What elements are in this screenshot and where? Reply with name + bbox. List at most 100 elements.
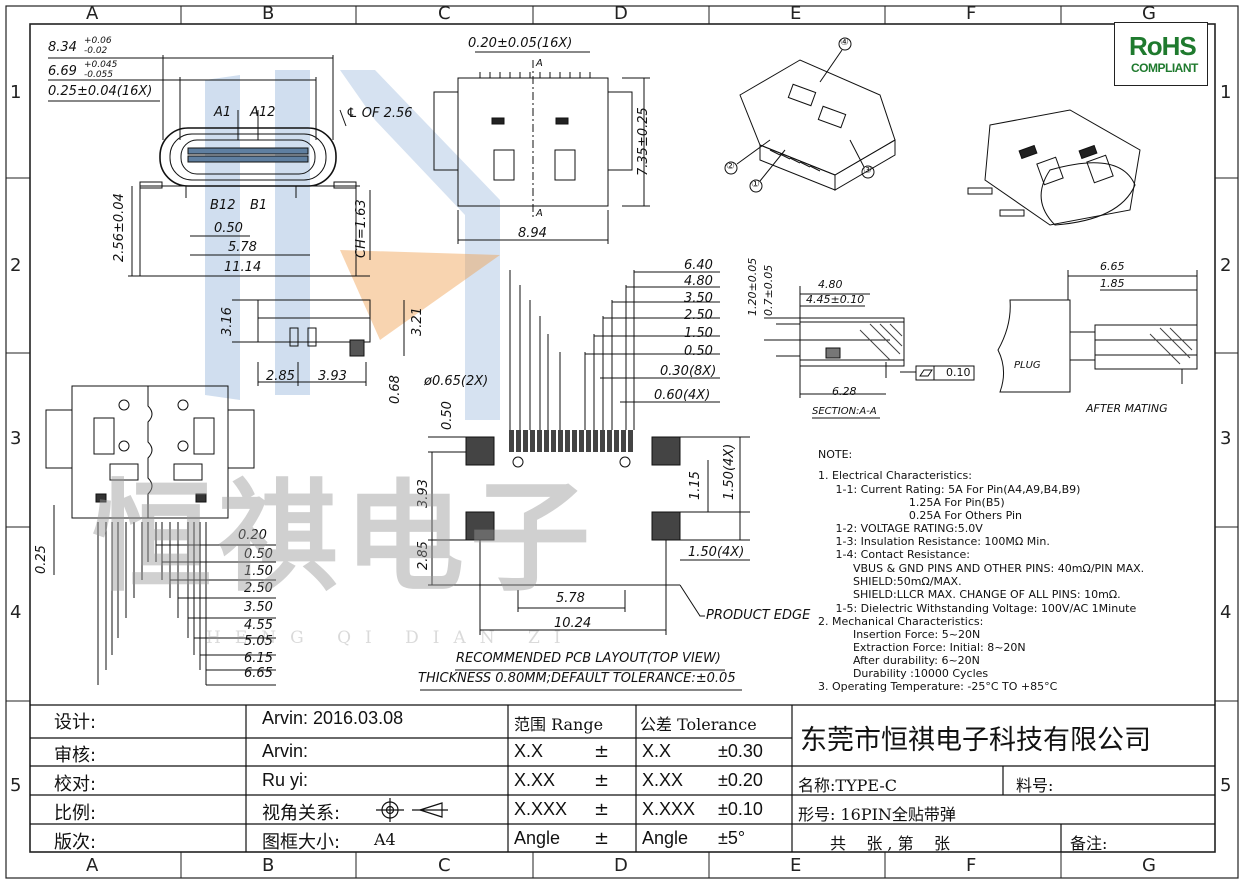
callout-3: ③ bbox=[863, 165, 872, 176]
tb-tol-row: Angle bbox=[642, 828, 689, 848]
section-marker-bottom: A bbox=[536, 208, 543, 219]
tb-tol-row: X.X bbox=[642, 741, 672, 761]
tb-range-header: 范围 Range bbox=[514, 715, 604, 734]
pcb-dim-030: 0.30(8X) bbox=[660, 364, 717, 379]
zone-col-g: G bbox=[1142, 3, 1156, 24]
pcb-layout-subtitle: THICKNESS 0.80MM;DEFAULT TOLERANCE:±0.05 bbox=[418, 671, 736, 686]
tb-tol-row: X.XX bbox=[642, 770, 684, 790]
note-line: Extraction Force: Initial: 8~20N bbox=[818, 641, 1026, 654]
zone-row-3-right: 3 bbox=[1220, 428, 1232, 449]
rohs-badge: RoHS COMPLIANT bbox=[1114, 22, 1208, 86]
note-line: 1-3: Insulation Resistance: 100MΩ Min. bbox=[818, 535, 1050, 548]
note-line: VBUS & GND PINS AND OTHER PINS: 40mΩ/PIN… bbox=[818, 562, 1145, 575]
zone-col-f-bottom: F bbox=[966, 855, 977, 876]
tb-remark: 备注: bbox=[1070, 834, 1108, 853]
tb-part-no: 料号: bbox=[1016, 776, 1054, 795]
callout-4: ④ bbox=[840, 37, 849, 48]
zone-row-1: 1 bbox=[10, 82, 22, 103]
note-line: After durability: 6~20N bbox=[818, 654, 980, 667]
dim-sec-628: 6.28 bbox=[832, 385, 857, 398]
pcb-layout-title: RECOMMENDED PCB LAYOUT(TOP VIEW) bbox=[456, 651, 721, 666]
tb-sheets: 共 张 , 第 张 bbox=[830, 834, 950, 853]
zone-col-g-bottom: G bbox=[1142, 855, 1156, 876]
dim-mating-665: 6.65 bbox=[1100, 260, 1125, 273]
zone-col-e: E bbox=[790, 3, 802, 24]
callout-1: ① bbox=[751, 179, 760, 190]
rohs-title: RoHS bbox=[1129, 31, 1197, 61]
zone-col-f: F bbox=[966, 3, 977, 24]
bv-dim-350: 3.50 bbox=[244, 600, 273, 615]
zone-col-a: A bbox=[86, 3, 99, 24]
label-pin-a12: A12 bbox=[250, 105, 276, 120]
dim-sec-480: 4.80 bbox=[818, 278, 843, 291]
zone-col-d: D bbox=[614, 3, 628, 24]
watermark-chars: 恒祺电子 bbox=[92, 467, 596, 608]
dim-width-overall-tol-plus: +0.06 bbox=[84, 36, 112, 46]
zone-col-a-bottom: A bbox=[86, 855, 99, 876]
dim-width-inner: 6.69 bbox=[48, 64, 77, 79]
tb-review-label: 审核: bbox=[54, 745, 97, 766]
dim-width-inner-tol-plus: +0.045 bbox=[84, 60, 118, 70]
label-pin-a1: A1 bbox=[214, 105, 232, 120]
tb-range-row: Angle bbox=[514, 828, 561, 848]
tb-company: 东莞市恒祺电子科技有限公司 bbox=[800, 725, 1151, 756]
zone-row-4: 4 bbox=[10, 602, 22, 623]
dim-top-pitch: 0.20±0.05(16X) bbox=[468, 36, 573, 51]
zone-col-e-bottom: E bbox=[790, 855, 802, 876]
zone-row-4-right: 4 bbox=[1220, 602, 1232, 623]
dim-pin-width: 0.25±0.04(16X) bbox=[48, 84, 153, 99]
note-line: 2. Mechanical Characteristics: bbox=[818, 615, 984, 628]
dim-mating-185: 1.85 bbox=[1100, 277, 1125, 290]
bv-dim-150: 1.50 bbox=[244, 564, 273, 579]
tb-range-row: X.X bbox=[514, 741, 544, 761]
tb-tol-value: ±0.20 bbox=[718, 770, 763, 790]
tb-range-row: X.XXX bbox=[514, 799, 568, 819]
bv-dim-455: 4.55 bbox=[244, 618, 273, 633]
pcb-dim-640: 6.40 bbox=[684, 258, 713, 273]
dim-width-inner-tol-minus: -0.055 bbox=[84, 70, 114, 80]
note-line: SHIELD:LLCR MAX. CHANGE OF ALL PINS: 10m… bbox=[818, 588, 1121, 601]
note-line: 1-4: Contact Resistance: bbox=[818, 548, 970, 561]
tb-range-pm: ± bbox=[594, 770, 610, 791]
bv-dim-020: 0.20 bbox=[238, 528, 267, 543]
dim-width-overall-tol-minus: -0.02 bbox=[84, 46, 108, 56]
zone-col-b-bottom: B bbox=[262, 855, 275, 876]
zone-row-1-right: 1 bbox=[1220, 82, 1232, 103]
callout-2: ② bbox=[726, 161, 735, 172]
tb-model: 形号: 16PIN全贴带弹 bbox=[798, 805, 956, 824]
tb-tol-header: 公差 Tolerance bbox=[640, 715, 757, 734]
tb-tol-value: ±5° bbox=[718, 828, 746, 848]
zone-row-2-right: 2 bbox=[1220, 255, 1232, 276]
zone-col-b: B bbox=[262, 3, 275, 24]
zone-row-2: 2 bbox=[10, 255, 22, 276]
label-after-mating: AFTER MATING bbox=[1086, 402, 1168, 415]
dim-sec-445: 4.45±0.10 bbox=[806, 293, 865, 306]
tb-design-label: 设计: bbox=[54, 712, 97, 733]
zone-row-3: 3 bbox=[10, 428, 22, 449]
tb-frame-value: A4 bbox=[374, 830, 396, 849]
note-line: Insertion Force: 5~20N bbox=[818, 628, 981, 641]
dim-width-1114: 11.14 bbox=[224, 260, 262, 275]
tb-rev-label: 版次: bbox=[54, 832, 97, 853]
label-pin-b1: B1 bbox=[250, 198, 268, 213]
dim-side-393: 3.93 bbox=[318, 369, 347, 384]
pcb-dim-060: 0.60(4X) bbox=[654, 388, 711, 403]
note-line: 1-5: Dielectric Withstanding Voltage: 10… bbox=[818, 602, 1137, 615]
label-pin-b12: B12 bbox=[210, 198, 236, 213]
bv-dim-505: 5.05 bbox=[244, 634, 273, 649]
tb-view-label: 视角关系: bbox=[262, 803, 341, 824]
pcb-dim-250: 2.50 bbox=[684, 308, 713, 323]
pcb-dim-578: 5.78 bbox=[556, 591, 585, 606]
tb-scale-label: 比例: bbox=[54, 803, 97, 824]
pcb-product-edge: PRODUCT EDGE bbox=[706, 608, 811, 623]
zone-col-c: C bbox=[438, 3, 451, 24]
zone-row-5-right: 5 bbox=[1220, 775, 1232, 796]
dim-pitch-050: 0.50 bbox=[214, 221, 243, 236]
tb-review-value: Arvin: bbox=[262, 741, 309, 761]
